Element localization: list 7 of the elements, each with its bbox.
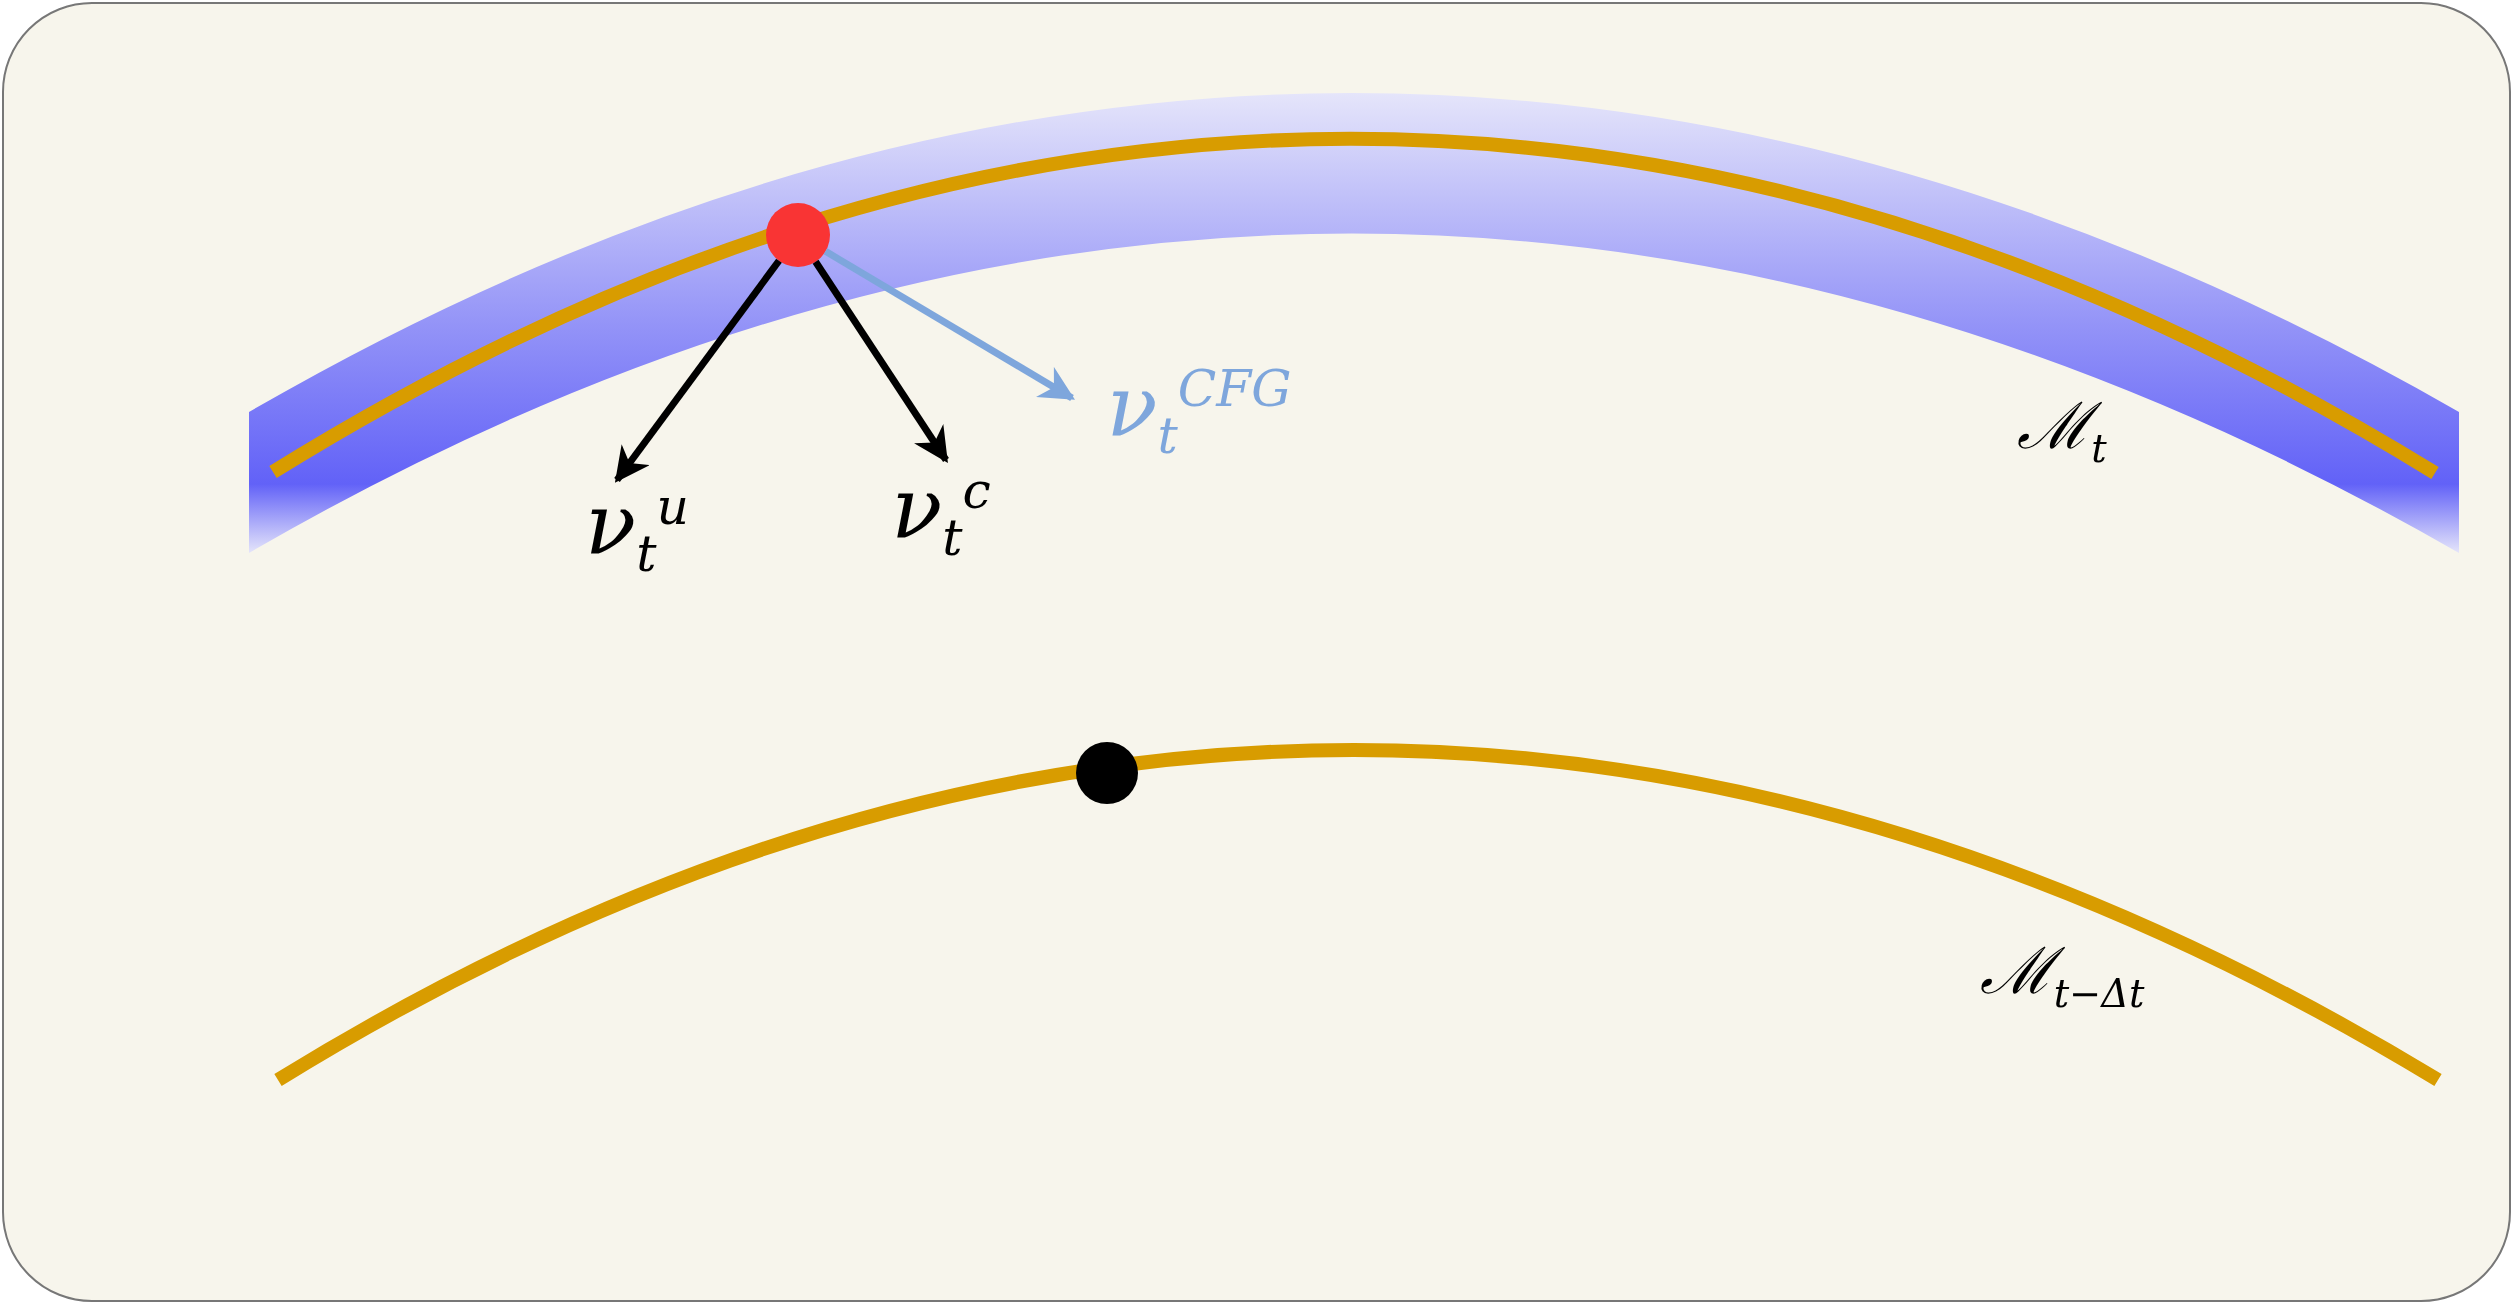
point-marker [1076, 742, 1138, 804]
arrow [823, 248, 1075, 401]
arrow [614, 258, 782, 483]
manifold-label: ℳ$_{t−Δt}$ [1979, 939, 2145, 1014]
manifold-label: ℳ$_{t}$ [2017, 394, 2107, 469]
arrow [812, 259, 949, 463]
point-marker [766, 203, 830, 267]
